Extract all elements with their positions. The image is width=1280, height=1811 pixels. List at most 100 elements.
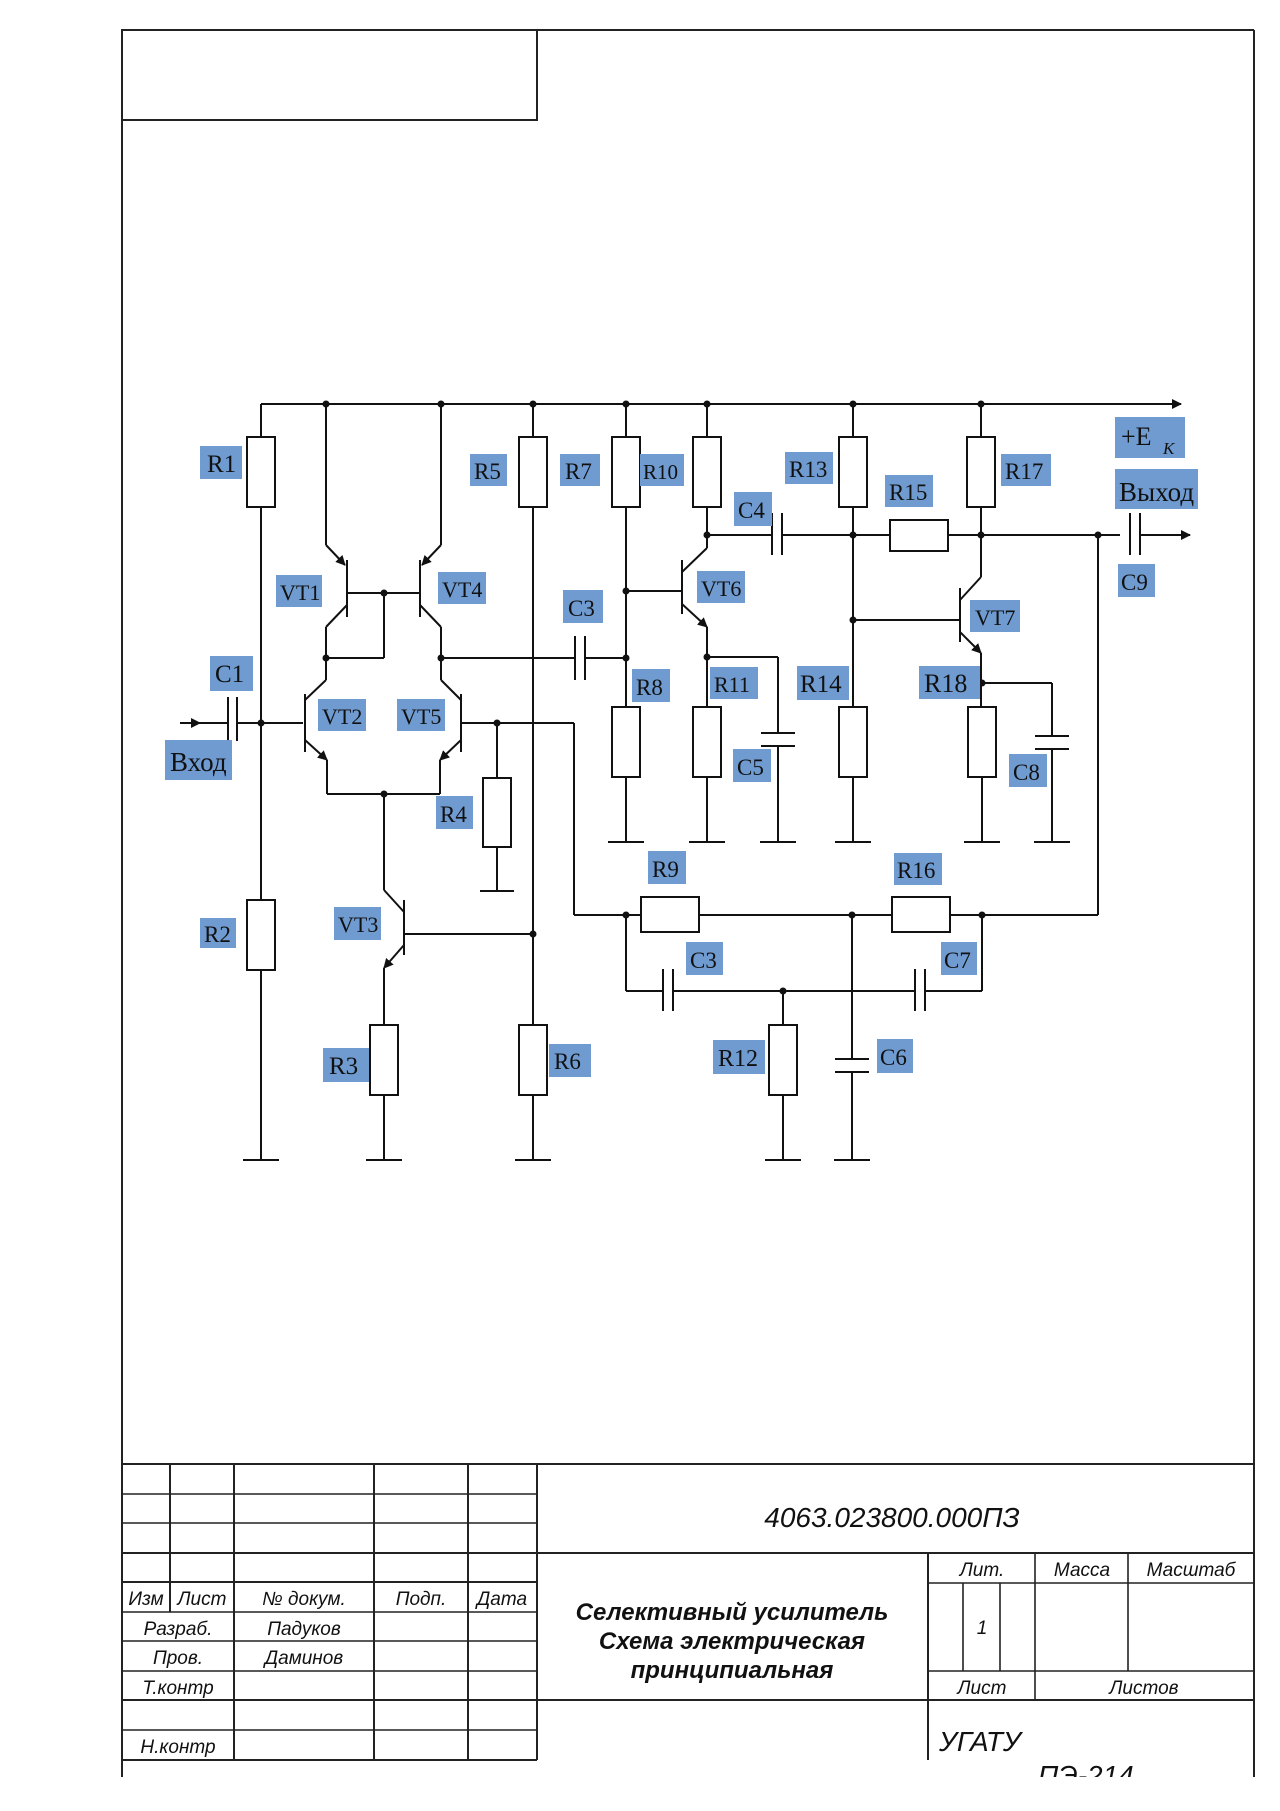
- label-C7: C7: [941, 942, 977, 975]
- resistor-R7: [611, 436, 641, 508]
- mass-label: Масса: [1054, 1560, 1110, 1581]
- svg-text:R18: R18: [924, 669, 967, 698]
- page-cutoff: [0, 1777, 1280, 1811]
- label-VT4: VT4: [438, 572, 486, 604]
- svg-text:R7: R7: [565, 459, 592, 484]
- label-R12: R12: [713, 1040, 765, 1074]
- svg-text:C1: C1: [215, 661, 244, 688]
- svg-text:R17: R17: [1005, 459, 1043, 484]
- label-VT7: VT7: [970, 600, 1020, 632]
- resistor-R8: [611, 706, 641, 778]
- capacitor-C8: [1035, 735, 1069, 750]
- label-R9: R9: [648, 851, 686, 884]
- capacitor-C7: [914, 969, 926, 1011]
- svg-text:C4: C4: [738, 498, 765, 523]
- svg-text:Выход: Выход: [1119, 477, 1194, 507]
- svg-text:VT5: VT5: [401, 704, 441, 729]
- label-R11: R11: [710, 667, 758, 699]
- label-VT6: VT6: [697, 571, 745, 603]
- svg-text:R4: R4: [440, 802, 467, 827]
- transistor-VT7: [959, 576, 982, 654]
- organization: УГАТУ: [938, 1726, 1024, 1757]
- label-R14: R14: [797, 666, 849, 700]
- label-R18: R18: [919, 666, 980, 699]
- header-sign: Подп.: [396, 1589, 447, 1610]
- svg-text:R11: R11: [714, 672, 750, 697]
- header-izm: Изм: [128, 1589, 163, 1610]
- label-R13: R13: [785, 452, 833, 484]
- resistor-R16: [891, 896, 951, 933]
- resistor-R9: [640, 896, 700, 933]
- svg-text:C7: C7: [944, 948, 971, 973]
- header-list: Лист: [176, 1589, 227, 1610]
- svg-text:R12: R12: [718, 1046, 758, 1072]
- label-C3-coupling: C3: [563, 590, 603, 623]
- resistor-R14: [838, 706, 868, 778]
- svg-text:R8: R8: [636, 675, 663, 700]
- label-VT5: VT5: [397, 699, 445, 731]
- label-C9: C9: [1118, 564, 1155, 597]
- label-C5: C5: [733, 749, 771, 782]
- resistor-R12: [768, 1024, 798, 1096]
- svg-text:R14: R14: [800, 671, 842, 698]
- sheets-label: Листов: [1107, 1678, 1178, 1699]
- label-R6: R6: [549, 1044, 591, 1077]
- transistor-VT6: [681, 547, 708, 628]
- svg-text:C8: C8: [1013, 760, 1040, 785]
- supply-text: +E: [1121, 422, 1152, 451]
- svg-text:R1: R1: [207, 451, 236, 478]
- role-checker: Пров.: [153, 1648, 203, 1669]
- resistor-R1: [246, 436, 276, 508]
- resistor-R11: [692, 706, 722, 778]
- resistor-R15: [889, 519, 949, 552]
- label-VT1: VT1: [276, 575, 322, 607]
- label-R5: R5: [470, 454, 507, 486]
- lit-label: Лит.: [958, 1560, 1005, 1581]
- label-C8: C8: [1009, 754, 1047, 787]
- label-C6: C6: [877, 1039, 913, 1073]
- role-developer: Разраб.: [144, 1619, 213, 1640]
- lit-value: 1: [977, 1618, 988, 1639]
- transistor-VT1: [325, 544, 348, 628]
- label-C3-twin-t: C3: [686, 942, 723, 975]
- svg-text:R2: R2: [204, 922, 231, 947]
- svg-text:R10: R10: [643, 460, 678, 484]
- resistor-R17: [966, 436, 996, 508]
- role-tech-control: Т.контр: [142, 1678, 213, 1699]
- label-R8: R8: [632, 669, 670, 702]
- label-supply: +E K: [1115, 417, 1185, 458]
- svg-text:C5: C5: [737, 755, 764, 780]
- label-VT2: VT2: [318, 699, 366, 731]
- header-doc-no: № докум.: [262, 1589, 346, 1610]
- capacitor-C1: [227, 697, 238, 741]
- svg-text:R5: R5: [474, 459, 501, 484]
- capacitor-C4: [771, 513, 783, 555]
- label-R4: R4: [436, 796, 473, 829]
- svg-text:R16: R16: [897, 858, 935, 883]
- label-C4: C4: [734, 492, 772, 526]
- svg-text:C3: C3: [568, 596, 595, 621]
- transistor-VT3: [383, 889, 405, 969]
- svg-text:+E: +E: [1121, 422, 1152, 451]
- drawing-title-line2: Схема электрическая: [599, 1628, 865, 1655]
- capacitor-C3-coupling: [574, 636, 586, 680]
- resistor-R13: [838, 436, 868, 508]
- svg-text:R9: R9: [652, 857, 679, 882]
- capacitor-C5: [761, 732, 795, 747]
- sheet-label: Лист: [956, 1678, 1007, 1699]
- drawing-title-line1: Селективный усилитель: [576, 1599, 889, 1626]
- resistor-R2: [246, 899, 276, 971]
- capacitor-C3-twin-t: [662, 969, 674, 1011]
- svg-text:VT7: VT7: [975, 605, 1015, 630]
- circuit-schematic: R1 R2 R3 R4 R5 R6 R7 R8 R9 R10 R11 R12 R…: [165, 399, 1198, 1161]
- label-R17: R17: [1001, 454, 1051, 486]
- drawing-frame: [121, 29, 1255, 1777]
- label-input: Вход: [165, 740, 232, 780]
- drawing-title-line3: принципиальная: [631, 1657, 834, 1684]
- label-C1: C1: [210, 656, 253, 691]
- svg-text:R6: R6: [554, 1049, 581, 1074]
- svg-text:VT3: VT3: [338, 912, 378, 937]
- capacitor-C6: [835, 1058, 869, 1073]
- label-R3: R3: [323, 1048, 369, 1082]
